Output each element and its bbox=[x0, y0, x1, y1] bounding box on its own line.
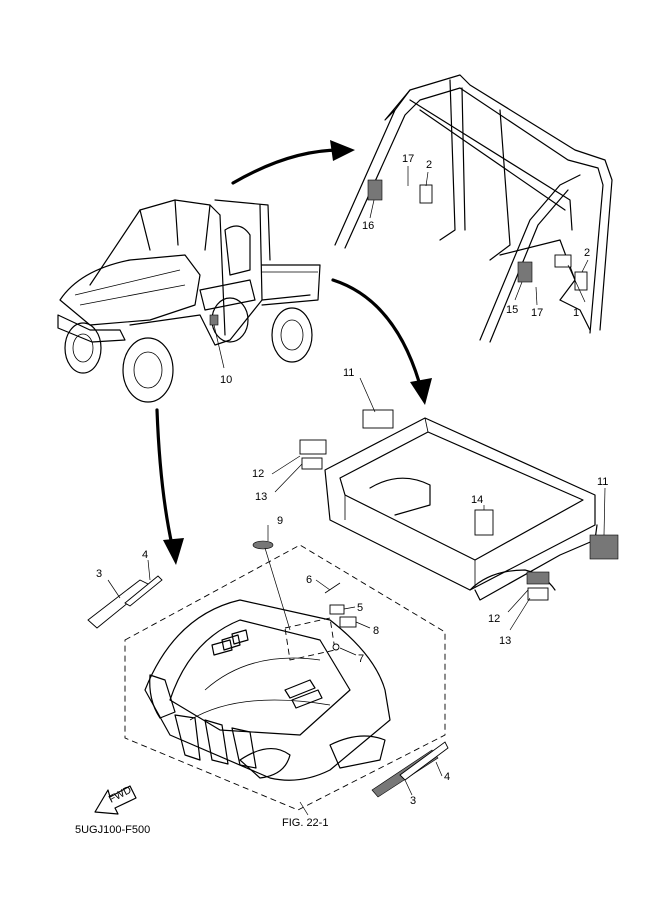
callout-13b: 13 bbox=[499, 635, 511, 647]
catalog-code: 5UGJ100-F500 bbox=[75, 824, 150, 836]
callout-11a: 11 bbox=[343, 367, 354, 379]
utv-vehicle-illustration bbox=[57, 199, 321, 403]
callout-1: 1 bbox=[573, 307, 579, 319]
callout-5: 5 bbox=[357, 602, 363, 614]
callout-2b: 2 bbox=[584, 247, 590, 259]
flow-arrows bbox=[155, 140, 432, 565]
figure-reference: FIG. 22-1 bbox=[282, 817, 328, 829]
cargo-bed-illustration bbox=[271, 377, 619, 631]
callout-8: 8 bbox=[373, 625, 379, 637]
callout-13a: 13 bbox=[255, 491, 267, 503]
callout-14: 14 bbox=[471, 494, 483, 506]
callout-17a: 17 bbox=[402, 153, 414, 165]
roll-cage-illustration bbox=[334, 74, 613, 343]
callout-17b: 17 bbox=[531, 307, 543, 319]
callout-3b: 3 bbox=[410, 795, 416, 807]
callout-7: 7 bbox=[358, 653, 364, 665]
callout-3a: 3 bbox=[96, 568, 102, 580]
callout-12a: 12 bbox=[252, 468, 264, 480]
callout-labels: 10 17 2 16 2 15 17 1 11 12 13 14 11 12 1… bbox=[96, 153, 608, 807]
front-hood-illustration bbox=[87, 525, 449, 816]
callout-4b: 4 bbox=[444, 771, 450, 783]
fwd-arrow-icon bbox=[94, 785, 137, 815]
callout-2a: 2 bbox=[426, 159, 432, 171]
callout-15: 15 bbox=[506, 304, 518, 316]
callout-9: 9 bbox=[277, 515, 283, 527]
callout-4a: 4 bbox=[142, 549, 148, 561]
callout-10: 10 bbox=[220, 374, 232, 386]
callout-11b: 11 bbox=[597, 476, 608, 488]
callout-16: 16 bbox=[362, 220, 374, 232]
callout-6: 6 bbox=[306, 574, 312, 586]
callout-12b: 12 bbox=[488, 613, 500, 625]
